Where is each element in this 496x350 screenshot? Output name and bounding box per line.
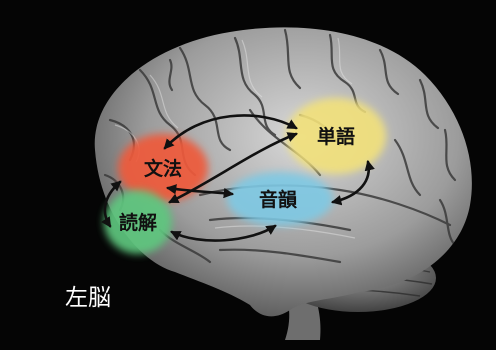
arrow-reading-vocabulary bbox=[168, 132, 298, 204]
region-vocabulary-blob bbox=[286, 98, 386, 174]
region-reading: 読解 bbox=[104, 190, 172, 254]
region-vocabulary: 単語 bbox=[286, 98, 386, 174]
region-phonology: 音韻 bbox=[227, 172, 333, 226]
arrow-reading-phonology bbox=[170, 224, 277, 242]
connection-arrows bbox=[101, 114, 375, 242]
hemisphere-label: 左脳 bbox=[65, 285, 111, 311]
arrow-phonology-vocabulary bbox=[330, 159, 375, 206]
region-grammar-label: 文法 bbox=[144, 157, 182, 180]
region-reading-label: 読解 bbox=[119, 211, 157, 234]
region-phonology-label: 音韻 bbox=[259, 188, 298, 211]
region-vocabulary-label: 単語 bbox=[317, 125, 355, 148]
arrow-grammar-reading bbox=[101, 180, 122, 228]
